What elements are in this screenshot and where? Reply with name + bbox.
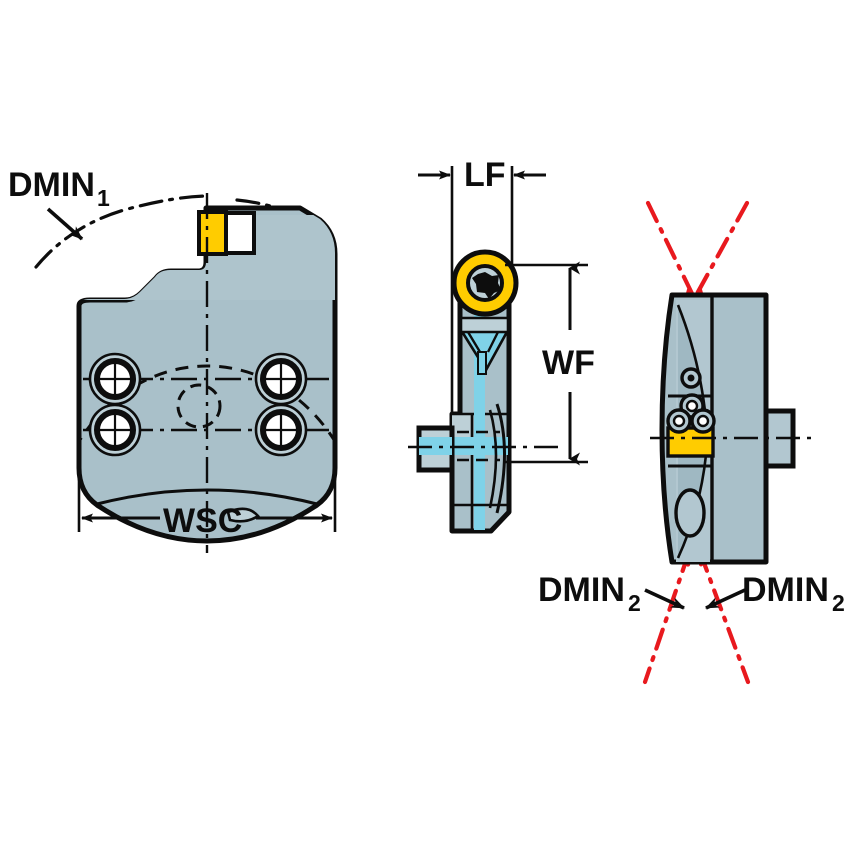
side-round-insert-assembly — [451, 249, 519, 317]
front-center-hidden-hole — [176, 383, 222, 429]
front-mounting-hole-upper-left — [88, 352, 142, 406]
front-mounting-hole-lower-left — [88, 403, 142, 457]
dmin2-right-subscript: 2 — [832, 590, 845, 616]
dmin2-left-subscript: 2 — [628, 590, 641, 616]
lf-label: LF — [464, 156, 506, 194]
end-small-hole — [680, 367, 702, 389]
side-pocket-collar — [459, 316, 508, 334]
dmin2-cone-top-right — [685, 200, 750, 313]
front-mounting-hole-upper-right — [254, 352, 308, 406]
dmin2-right-label: DMIN — [742, 571, 829, 609]
side-pocket-ribs — [466, 331, 500, 353]
wsc-label: WSC — [163, 502, 242, 540]
front-bottom-tab-feature — [226, 507, 260, 523]
dmin1-subscript: 1 — [97, 185, 110, 211]
end-view — [642, 200, 818, 685]
end-bottom-slot — [674, 488, 706, 538]
dmin1-reference-arc — [34, 194, 212, 269]
side-blade-curve-right — [495, 403, 506, 514]
front-insert-assembly — [197, 210, 256, 256]
dmin1-leader-arrow — [46, 207, 84, 241]
dmin2-right-leader-arrow — [705, 588, 746, 610]
wsc-dimension — [77, 474, 337, 532]
front-insert-seat — [224, 211, 256, 255]
side-shank-coolant — [419, 437, 452, 455]
dmin2-cone-top-left — [645, 200, 703, 313]
wf-label: WF — [542, 344, 595, 382]
side-view — [408, 166, 588, 534]
side-blade-curve-inner — [488, 409, 498, 509]
side-torx-socket-icon — [472, 272, 501, 299]
dmin2-cone-bottom-left — [642, 549, 692, 685]
dmin1-label: DMIN — [8, 166, 95, 204]
side-body-internals — [419, 300, 508, 530]
front-mounting-hole-lower-right — [254, 403, 308, 457]
end-screw-cluster — [666, 393, 716, 434]
side-screw-shaft — [477, 351, 487, 375]
front-insert-yellow — [197, 210, 228, 256]
front-hidden-bore-circle — [79, 364, 335, 540]
dmin2-cone-bottom-right — [697, 549, 751, 685]
dimension-labels: DMIN 1 WSC LF WF DMIN 2 DMIN 2 — [8, 156, 845, 616]
wf-dimension — [505, 261, 588, 466]
dmin2-left-leader-arrow — [644, 588, 685, 610]
side-coolant-channel-vertical — [474, 300, 485, 530]
dmin2-left-label: DMIN — [538, 571, 625, 609]
